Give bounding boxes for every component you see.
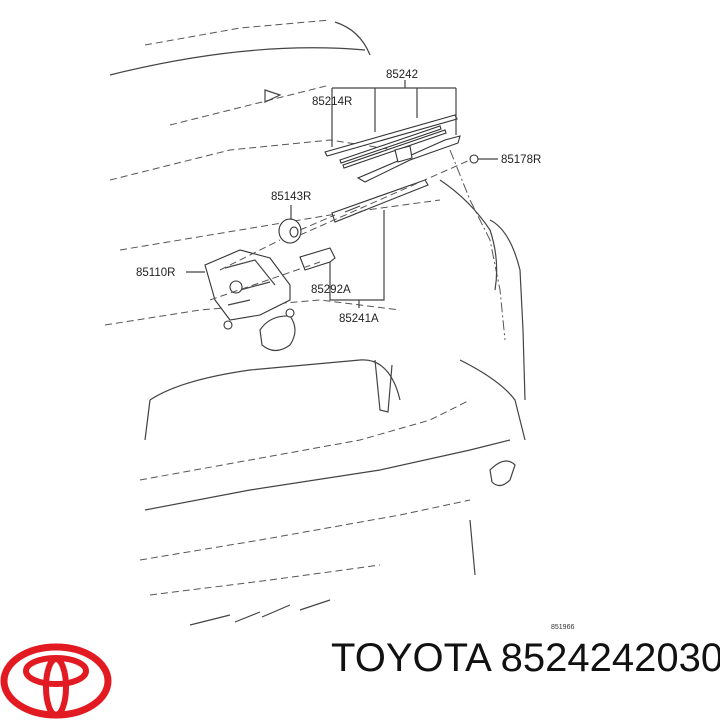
- leader-lines: [186, 80, 498, 308]
- nut-85178R: [469, 154, 479, 164]
- grommet-85143R: [278, 218, 302, 244]
- wiper-blade-assembly: [324, 114, 461, 183]
- toyota-logo: [0, 643, 112, 719]
- label-85110R: 85110R: [136, 267, 175, 279]
- vehicle-body-outline: [104, 19, 526, 626]
- figure-id: 851966: [551, 624, 574, 631]
- label-85214R: 85214R: [312, 96, 352, 108]
- wiper-arm: [331, 179, 429, 223]
- label-85292A: 85292A: [311, 284, 351, 296]
- wiper-motor-85110R: [204, 249, 295, 330]
- label-85242: 85242: [386, 69, 418, 81]
- label-85178R: 85178R: [501, 154, 541, 166]
- label-85143R: 85143R: [271, 191, 311, 203]
- part-caption: TOYOTA 8524242030: [331, 636, 720, 680]
- label-85241A: 85241A: [339, 313, 379, 325]
